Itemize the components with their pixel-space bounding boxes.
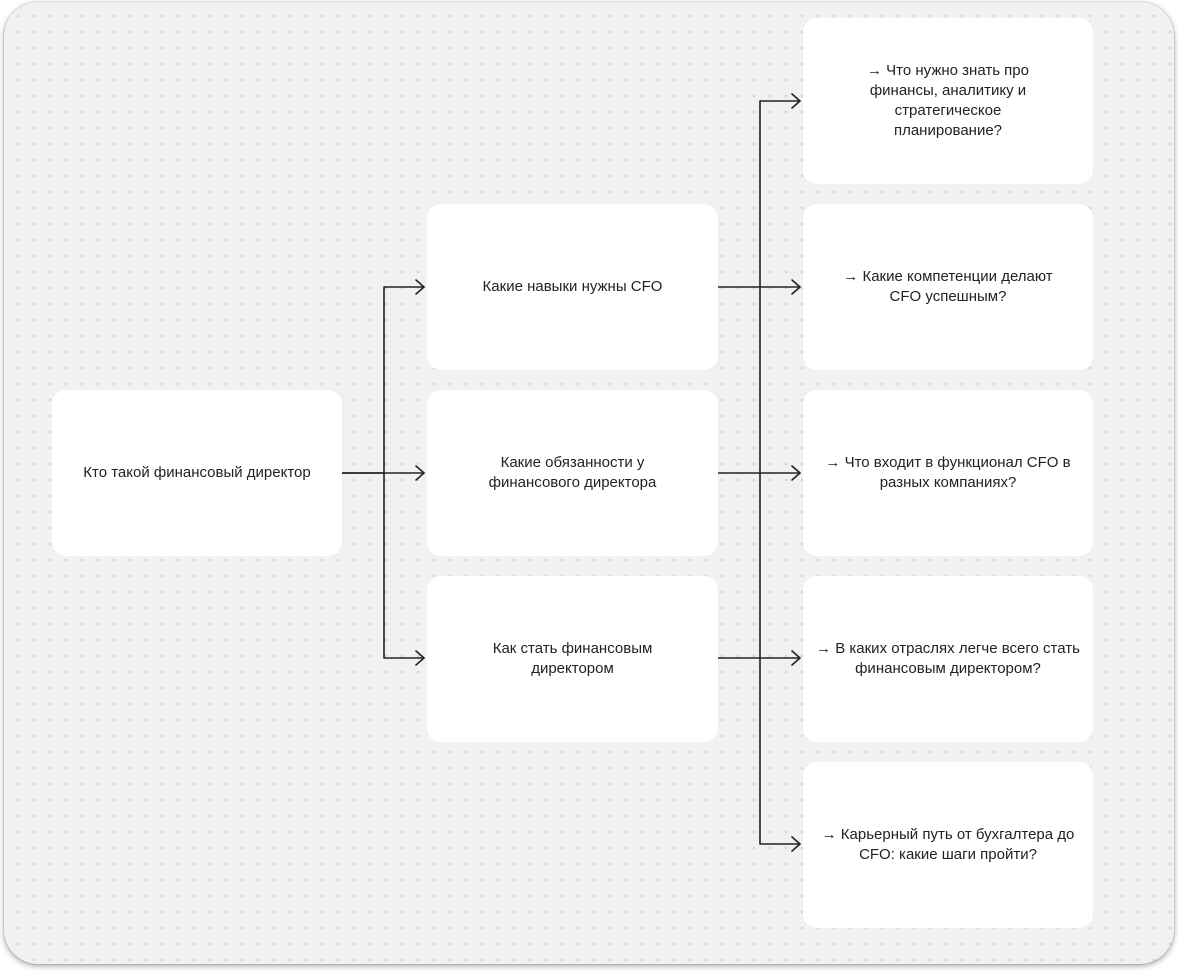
topic-node-label: Какие навыки нужны CFO [482,278,663,295]
question-node-label: → Карьерный путь от бухгалтера до CFO: к… [821,826,1075,863]
topic-node-how-to-become[interactable]: Как стать финансовым директором [427,576,718,742]
root-node-label: Кто такой финансовый директор [83,464,311,481]
question-node-industries[interactable]: → В каких отраслях легче всего стать фин… [803,576,1093,742]
topic-node-label: Какие обязанности у финансового директор… [488,454,657,491]
question-node-functions[interactable]: → Что входит в функционал CFO в разных к… [803,390,1093,556]
question-node-knowledge[interactable]: → Что нужно знать про финансы, аналитику… [803,18,1093,184]
topic-node-skills[interactable]: Какие навыки нужны CFO [427,204,718,370]
question-node-career-path[interactable]: → Карьерный путь от бухгалтера до CFO: к… [803,762,1093,928]
topic-node-duties[interactable]: Какие обязанности у финансового директор… [427,390,718,556]
question-node-label: → Что нужно знать про финансы, аналитику… [867,62,1029,139]
question-node-competencies[interactable]: → Какие компетенции делают CFO успешным? [803,204,1093,370]
question-node-label: → В каких отраслях легче всего стать фин… [816,640,1080,677]
root-node[interactable]: Кто такой финансовый директор [52,390,342,556]
question-node-label: → Что входит в функционал CFO в разных к… [825,454,1071,491]
question-node-label: → Какие компетенции делают CFO успешным? [843,268,1053,305]
topic-node-label: Как стать финансовым директором [492,640,653,677]
